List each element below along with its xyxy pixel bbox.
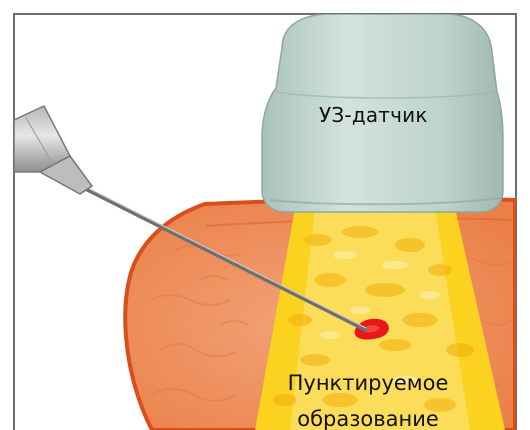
target-label-line1: Пунктируемое bbox=[263, 365, 473, 401]
probe-label: УЗ-датчик bbox=[319, 103, 428, 127]
target-label: Пунктируемое образование bbox=[263, 365, 473, 430]
target-label-line2: образование bbox=[263, 401, 473, 430]
